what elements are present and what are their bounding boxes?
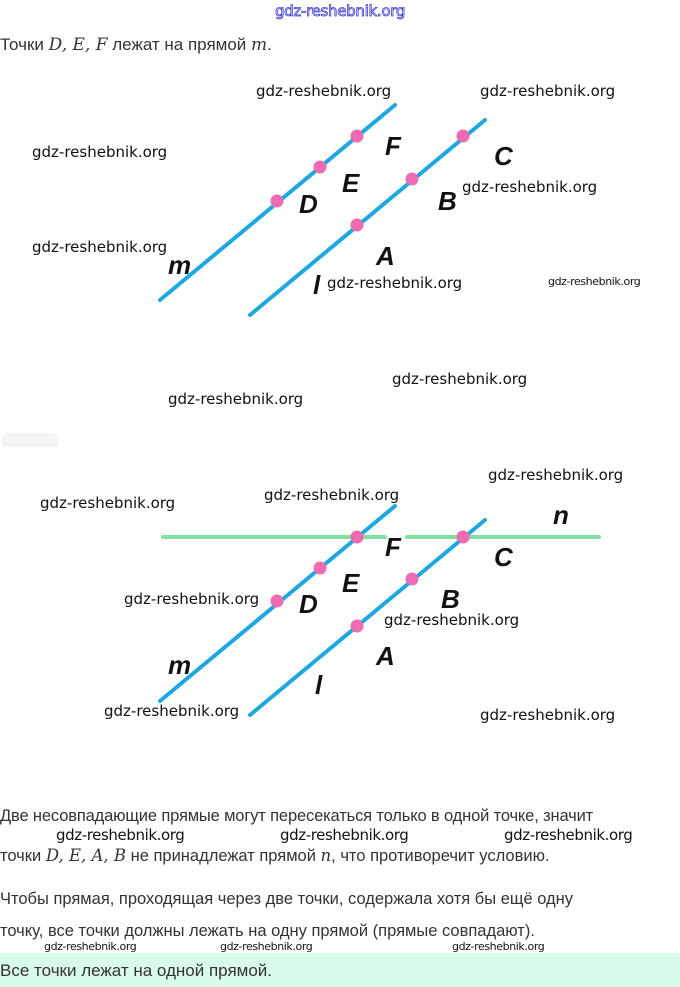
answer-text: Все точки лежат на одной прямой. (0, 961, 273, 980)
point-A (350, 218, 364, 232)
point-A (350, 619, 364, 633)
statement-suffix: . (267, 35, 272, 54)
watermark: gdz-reshebnik.org (384, 611, 520, 629)
label-m: m (168, 250, 191, 280)
explanation-middle: не принадлежат прямой (130, 847, 316, 865)
explanation-suffix: , что противоречит условию. (331, 847, 550, 865)
watermark: gdz-reshebnik.org (104, 702, 240, 720)
watermark: gdz-reshebnik.org (32, 143, 168, 161)
label-B: B (438, 186, 457, 216)
point-D (270, 594, 284, 608)
watermark: gdz-reshebnik.org (124, 590, 260, 608)
label-F: F (385, 131, 402, 161)
line-l (248, 518, 487, 717)
point-B (405, 172, 419, 186)
header-watermark: gdz-reshebnik.org (274, 2, 406, 21)
conclusion-line-2: точку, все точки должны лежать на одну п… (0, 922, 535, 940)
label-l: l (315, 670, 323, 700)
problem-statement: Точки D, E, F лежат на прямой m. (0, 35, 272, 55)
watermark: gdz-reshebnik.org (548, 275, 641, 288)
label-l: l (313, 270, 321, 300)
watermark: gdz-reshebnik.org (40, 494, 176, 512)
explanation-points: D, E, A, B (45, 846, 127, 865)
explanation-line: n (320, 846, 332, 865)
label-C: C (494, 542, 514, 572)
watermark: gdz-reshebnik.org (264, 486, 400, 504)
label-E: E (342, 568, 360, 598)
label-E: E (342, 168, 360, 198)
statement-line: m (251, 35, 268, 55)
explanation-line-1: Две несовпадающие прямые могут пересекат… (0, 807, 594, 825)
point-C (456, 530, 470, 544)
watermark: gdz-reshebnik.org (280, 826, 409, 844)
label-A: A (375, 241, 395, 271)
point-F (350, 530, 364, 544)
watermark: gdz-reshebnik.org (480, 82, 616, 100)
watermark: gdz-reshebnik.org (327, 274, 463, 292)
label-C: C (494, 141, 514, 171)
diagram-parallel-lines: F E D C B A m l (158, 103, 514, 317)
point-D (270, 194, 284, 208)
label-n: n (553, 500, 569, 530)
label-D: D (299, 189, 318, 219)
label-D: D (299, 589, 318, 619)
watermark: gdz-reshebnik.org (168, 390, 304, 408)
watermark: gdz-reshebnik.org (256, 82, 392, 100)
line-l (248, 118, 487, 317)
explanation-line-2: точки D, E, A, B не принадлежат прямой n… (0, 846, 550, 866)
point-C (456, 129, 470, 143)
statement-prefix: Точки (0, 35, 44, 54)
watermark: gdz-reshebnik.org (452, 940, 545, 953)
diagram-intersecting-line-n: n F E D C B A m l (158, 500, 601, 717)
point-B (405, 572, 419, 586)
point-F (350, 129, 364, 143)
watermark: gdz-reshebnik.org (488, 466, 624, 484)
point-E (313, 160, 327, 174)
explanation-prefix: точки (0, 847, 42, 865)
faded-tab (2, 433, 58, 447)
statement-points: D, E, F (48, 35, 108, 55)
label-B: B (441, 584, 460, 614)
label-A: A (375, 641, 395, 671)
watermark: gdz-reshebnik.org (56, 826, 185, 844)
watermark: gdz-reshebnik.org (392, 370, 528, 388)
watermark: gdz-reshebnik.org (44, 940, 137, 953)
watermark: gdz-reshebnik.org (480, 706, 616, 724)
watermark: gdz-reshebnik.org (220, 940, 313, 953)
watermark: gdz-reshebnik.org (504, 826, 633, 844)
answer-box: Все точки лежат на одной прямой. (0, 953, 680, 987)
watermark: gdz-reshebnik.org (462, 178, 598, 196)
conclusion-line-1: Чтобы прямая, проходящая через две точки… (0, 890, 574, 908)
statement-middle: лежат на прямой (112, 35, 247, 54)
label-F: F (385, 532, 402, 562)
label-m: m (168, 650, 191, 680)
watermark: gdz-reshebnik.org (32, 238, 168, 256)
point-E (313, 561, 327, 575)
